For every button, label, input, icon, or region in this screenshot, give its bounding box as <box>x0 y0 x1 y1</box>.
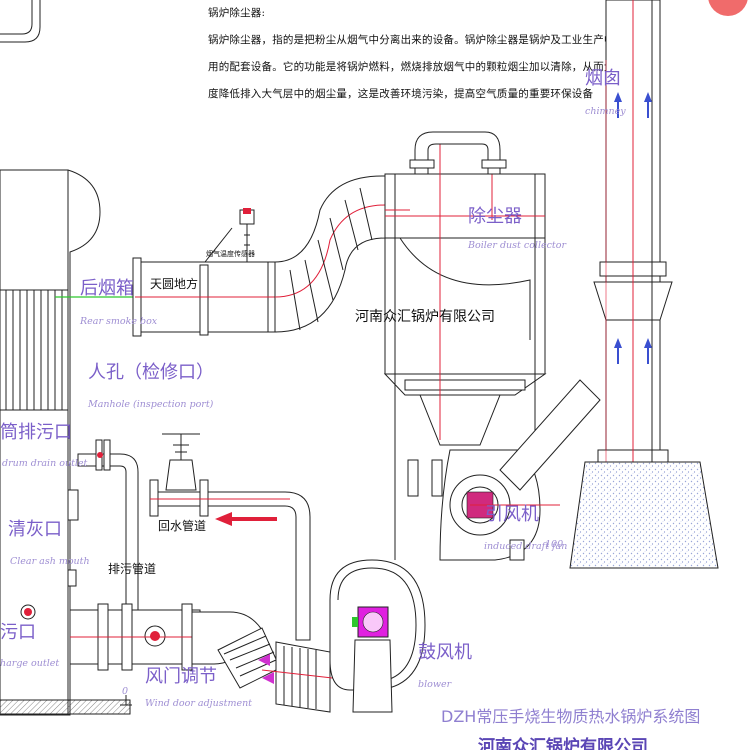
sewage-pipe-label: 排污管道 <box>108 561 156 576</box>
blower-label: 鼓风机 <box>418 642 472 663</box>
company-center-label: 河南众汇锅炉有限公司 <box>355 309 495 325</box>
ash-outlet-english-label: Clear ash mouth <box>10 556 90 567</box>
dust-collector <box>383 131 547 560</box>
boiler-body <box>0 169 131 716</box>
drain-valve-red <box>24 608 32 616</box>
description-line-4: 度降低排入大气层中的烟尘量，这是改善环境污染，提高空气质量的重要环保设备 <box>208 88 594 100</box>
corner-red-dot <box>708 0 748 16</box>
footer-company: 河南众汇锅炉有限公司 <box>478 736 648 750</box>
description-block: 锅炉除尘器: 锅炉除尘器，指的是把粉尘从烟气中分离出来的设备。锅炉除尘器是锅炉及… <box>208 0 626 108</box>
drum-drain-english-label: drum drain outlet <box>2 458 88 469</box>
rear-smoke-box-english-label: Rear smoke box <box>79 316 158 327</box>
gate-valve <box>162 433 200 491</box>
blower-english-label: blower <box>418 679 453 690</box>
induced-fan-label: 引风机 <box>485 504 539 525</box>
chimney-foundation <box>569 461 719 569</box>
manhole-english-label: Manhole (inspection port) <box>87 399 214 410</box>
induced-fan-english-label: induced draft fan <box>484 541 567 552</box>
rear-smoke-box-label: 后烟箱 <box>80 278 134 299</box>
chimney-english-label: chimney <box>585 106 626 117</box>
return-water-pipework <box>77 433 311 641</box>
sky-round-earth-square-label: 天圆地方 <box>150 276 198 291</box>
flue-gas-thermometer-label: 烟气温度传感器 <box>206 249 255 258</box>
diagram-title: DZH常压手烧生物质热水锅炉系统图 <box>441 707 700 726</box>
description-line-1: 锅炉除尘器: <box>208 7 266 19</box>
air-duct <box>69 603 351 713</box>
temperature-sensor <box>239 208 255 262</box>
damper-english-label: Wind door adjustment <box>145 698 252 709</box>
chimney <box>569 0 719 569</box>
flue-duct <box>132 208 280 337</box>
dust-collector-label: 除尘器 <box>468 206 522 227</box>
dust-collector-english-label: Boiler dust collector <box>467 240 567 251</box>
return-water-arrow <box>215 512 232 526</box>
zero-mark-label: 0 <box>122 686 128 697</box>
chimney-label: 烟囱 <box>585 68 621 89</box>
discharge-label: 污口 <box>0 622 36 643</box>
drum-drain-label: 筒排污口 <box>0 422 72 443</box>
ground-marker <box>120 695 132 706</box>
tube-bank <box>0 289 68 411</box>
discharge-english-label: harge outlet <box>0 658 59 669</box>
top-left-pipe <box>0 0 41 43</box>
blower-fan <box>329 559 426 713</box>
return-water-pipe-label: 回水管道 <box>158 518 206 533</box>
description-line-2: 锅炉除尘器，指的是把粉尘从烟气中分离出来的设备。锅炉除尘器是锅炉及工业生产中常 <box>208 34 626 46</box>
damper-label: 风门调节 <box>145 666 217 687</box>
manhole-label: 人孔（检修口） <box>88 362 214 383</box>
chimney-arrows <box>614 92 652 364</box>
description-line-3: 用的配套设备。它的功能是将锅炉燃料，燃烧排放烟气中的颗粒烟尘加以清除，从而大幅 <box>208 61 626 73</box>
induced-draft-fan <box>439 379 601 561</box>
fan-value-label: 100 <box>545 539 563 550</box>
ash-outlet-label: 清灰口 <box>8 519 62 540</box>
